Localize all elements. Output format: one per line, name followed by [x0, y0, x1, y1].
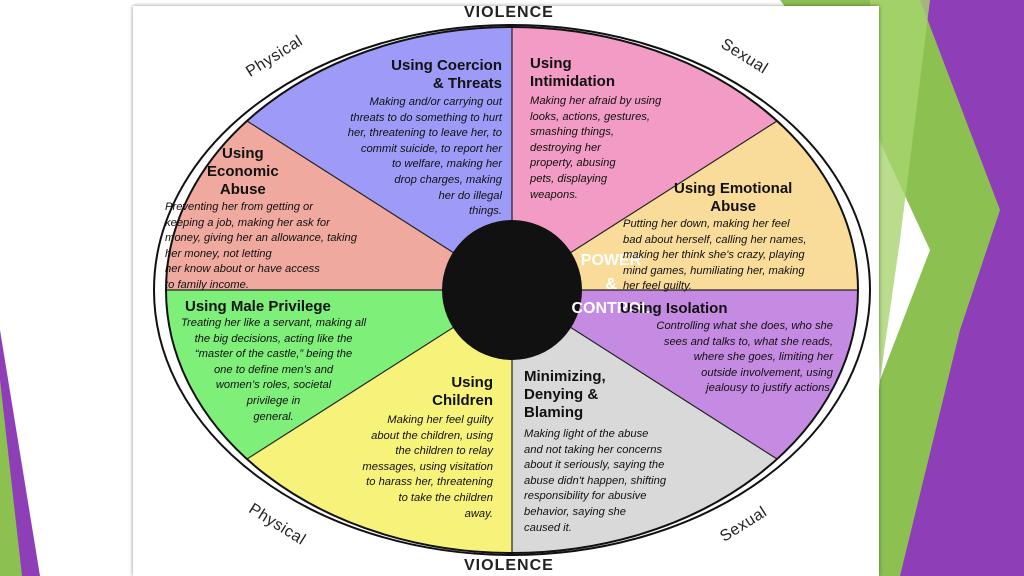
segment-emotional-description: Putting her down, making her feel bad ab…: [623, 218, 807, 293]
segment-male-privilege-description: Treating her like a servant, making all …: [181, 317, 367, 423]
green-highlight-shape: [870, 0, 930, 380]
hub-line-control: CONTROL: [571, 300, 651, 317]
violence-bottom-label: VIOLENCE: [464, 557, 554, 574]
segment-economic-description: Preventing her from getting or keeping a…: [165, 201, 357, 291]
segment-children-wedge: [166, 290, 512, 460]
segment-minimizing-wedge: [246, 290, 513, 553]
power-control-wheel-image: VIOLENCE VIOLENCE Physical Physical Sexu…: [133, 6, 879, 576]
violence-top-label: VIOLENCE: [464, 6, 554, 21]
segment-male-privilege-wedge: [166, 120, 512, 290]
segment-isolation-wedge: [512, 290, 778, 553]
segment-economic-wedge: [246, 26, 513, 290]
segment-minimizing-description: Making light of the abuse and not taking…: [524, 428, 667, 534]
segment-isolation-description: Controlling what she does, who she sees …: [656, 320, 833, 395]
segment-children-title: Using Children: [432, 374, 493, 409]
segment-intimidation-wedge: [512, 120, 858, 290]
segment-male-privilege-title: Using Male Privilege: [185, 298, 331, 315]
segment-coercion-wedge: [512, 27, 778, 290]
segment-economic-title: Using Economic Abuse: [207, 145, 279, 198]
segment-coercion-title: Using Coercion & Threats: [391, 57, 502, 92]
wheel-inner-ring: [165, 26, 859, 554]
segment-coercion-description: Making and/or carrying out threats to do…: [347, 96, 502, 218]
hub-line-ampersand: &: [605, 276, 617, 293]
wheel-graphic: [153, 24, 871, 556]
segment-isolation-title: Using Isolation: [620, 300, 728, 317]
segment-children-description: Making her feel guilty about the childre…: [362, 414, 493, 520]
segment-intimidation-description: Making her afraid by using looks, action…: [530, 95, 662, 201]
segment-intimidation-title: Using Intimidation: [530, 55, 615, 90]
hub-text: POWER & CONTROL: [538, 249, 684, 321]
segment-emotional-title: Using Emotional Abuse: [674, 180, 793, 215]
left-green-shape: [0, 380, 22, 576]
purple-accent-shape: [900, 0, 1024, 576]
wheel-segments: [166, 26, 858, 553]
power-control-hub: [442, 220, 582, 360]
segment-emotional-wedge: [512, 290, 858, 460]
segment-minimizing-title: Minimizing, Denying & Blaming: [524, 368, 606, 421]
hub-line-power: POWER: [580, 252, 642, 269]
